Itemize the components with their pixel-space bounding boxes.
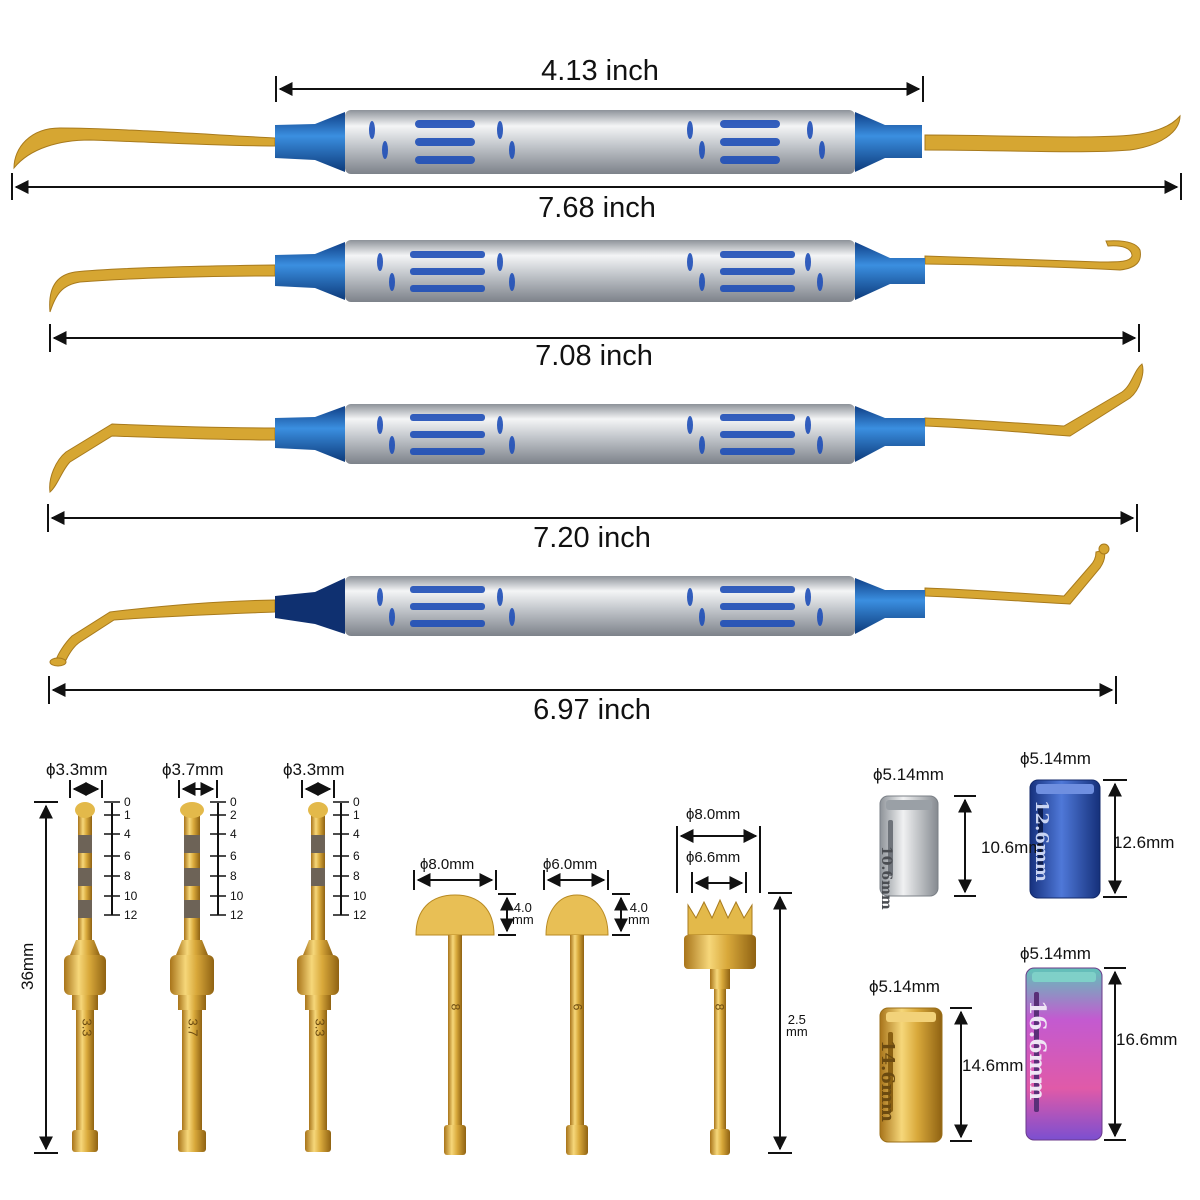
depth-tick-label: 0: [353, 795, 360, 809]
depth-tick-label: 1: [124, 808, 131, 822]
depth-tick-label: 6: [230, 849, 237, 863]
depth-tick-label: 8: [230, 869, 237, 883]
depth-tick-label: 1: [353, 808, 360, 822]
drill-1-diameter: ϕ3.3mm: [46, 760, 108, 779]
depth-tick-label: 4: [353, 827, 360, 841]
stop-dimension-lines: [950, 779, 1127, 1142]
instrument-4-length-label: 6.97 inch: [533, 694, 651, 726]
stop-3-diameter: ϕ5.14mm: [869, 977, 940, 996]
drill-1: [64, 802, 106, 1152]
instrument-3-length-label: 7.20 inch: [533, 522, 651, 554]
handle-length-label: 4.13 inch: [541, 55, 659, 87]
depth-tick-label: 4: [230, 827, 237, 841]
drill-1-shaft-mark: 3.3: [79, 1018, 95, 1037]
bur-dimension-lines: [413, 870, 630, 936]
drill-2-diameter: ϕ3.7mm: [162, 760, 224, 779]
bur-2: [545, 894, 609, 1155]
drill-3-diameter: ϕ3.3mm: [283, 760, 345, 779]
stop-14-6: [879, 1007, 943, 1143]
trephine-shaft-mark: 8: [712, 1003, 727, 1011]
stop-4-diameter: ϕ5.14mm: [1020, 944, 1091, 963]
bur-1: [415, 894, 495, 1155]
depth-tick-label: 12: [353, 908, 367, 922]
stop-4-length: 16.6mm: [1116, 1030, 1178, 1049]
depth-tick-label: 0: [230, 795, 237, 809]
drill-3-shaft-mark: 3.3: [312, 1018, 328, 1037]
stop-3-length: 14.6mm: [962, 1056, 1024, 1075]
stop-16-6: [1025, 967, 1103, 1141]
instrument-1: [13, 110, 1181, 174]
depth-tick-label: 6: [353, 849, 360, 863]
drill-dimension-lines: [34, 780, 342, 1154]
instrument-2-length-label: 7.08 inch: [535, 340, 653, 372]
trephine-dimension-lines: [676, 826, 792, 1154]
instrument-4: [49, 543, 1110, 667]
bur-1-shaft-mark: 8: [448, 1003, 463, 1011]
stop-2-length: 12.6mm: [1113, 833, 1175, 852]
stop-1-diameter: ϕ5.14mm: [873, 765, 944, 784]
bur-1-diameter: ϕ8.0mm: [420, 856, 475, 873]
depth-tick-label: 12: [230, 908, 244, 922]
bur-2-shaft-mark: 6: [570, 1003, 585, 1011]
instrument-2: [49, 240, 1141, 313]
instrument-dimension-lines: [11, 76, 1182, 704]
stop-12-6: [1029, 779, 1101, 899]
stop-3-engraving: 14.6mm: [877, 1040, 898, 1122]
depth-tick-label: 10: [230, 889, 244, 903]
depth-tick-label: 8: [124, 869, 131, 883]
depth-tick-label: 6: [124, 849, 131, 863]
depth-tick-label: 10: [124, 889, 138, 903]
depth-tick-label: 0: [124, 795, 131, 809]
stop-1-length: 10.6mm: [981, 838, 1043, 857]
stop-2-engraving: 12.6mm: [1031, 800, 1052, 882]
depth-tick-label: 2: [230, 808, 237, 822]
depth-tick-label: 12: [124, 908, 138, 922]
trephine-drill: [684, 898, 756, 1155]
stop-2-diameter: ϕ5.14mm: [1020, 749, 1091, 768]
depth-tick-marks: [104, 801, 349, 916]
depth-tick-label: 10: [353, 889, 367, 903]
bur-2-diameter: ϕ6.0mm: [543, 856, 598, 873]
trephine-outer-diameter: ϕ8.0mm: [686, 806, 741, 823]
stop-4-engraving: 16.6mm: [1024, 1000, 1050, 1101]
instrument-1-length-label: 7.68 inch: [538, 192, 656, 224]
drill-2-shaft-mark: 3.7: [185, 1018, 201, 1037]
drill-total-length: 36mm: [18, 942, 37, 990]
drill-3: [297, 802, 339, 1152]
drill-2: [170, 802, 214, 1152]
trephine-inner-diameter: ϕ6.6mm: [686, 849, 741, 866]
instrument-3: [49, 363, 1144, 493]
stop-1-engraving: 10.6mm: [878, 846, 894, 910]
stop-10-6: [879, 795, 939, 897]
depth-tick-label: 4: [124, 827, 131, 841]
depth-tick-label: 8: [353, 869, 360, 883]
